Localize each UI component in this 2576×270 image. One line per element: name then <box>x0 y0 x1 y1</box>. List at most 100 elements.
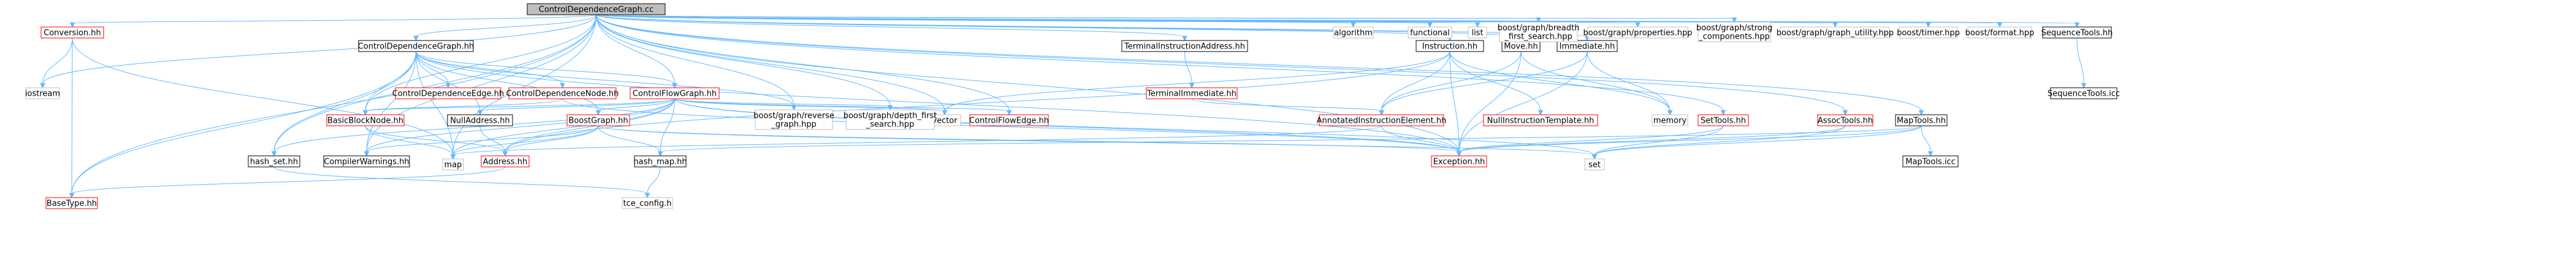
node-seqtools-hh[interactable]: SequenceTools.hh <box>2041 26 2113 39</box>
node-timer: boost/timer.hpp <box>1897 26 1960 39</box>
edge-cdg_hh-to-reverse <box>416 51 797 111</box>
edge-conversion-to-iostream <box>40 37 73 89</box>
node-instruction[interactable]: Instruction.hh <box>1416 40 1484 52</box>
node-label: boost/graph/strong_components.hpp <box>1696 24 1772 42</box>
node-reverse: boost/graph/reverse_graph.hpp <box>753 109 834 130</box>
edge-maptools_hh-to-maptools_icc <box>1921 125 1934 157</box>
edge-cfg-to-nulladdress <box>477 98 675 116</box>
node-settools[interactable]: SetTools.hh <box>1698 114 1749 126</box>
node-label: AssocTools.hh <box>1818 117 1873 126</box>
node-label: functional <box>1410 29 1450 38</box>
node-label: TerminalInstructionAddress.hh <box>1124 42 1245 52</box>
node-maptools-hh[interactable]: MapTools.hh <box>1895 114 1948 126</box>
edge-hash_set-to-tce_config <box>273 166 650 199</box>
node-label: boost/graph/depth_first_search.hpp <box>844 112 937 129</box>
node-format: boost/format.hpp <box>1965 26 2035 39</box>
node-cfedge[interactable]: ControlFlowEdge.hh <box>969 114 1049 126</box>
node-label: ControlFlowEdge.hh <box>969 117 1049 126</box>
node-annotated[interactable]: AnnotatedInstructionElement.hh <box>1317 114 1447 126</box>
edge-root-to-iostream <box>40 14 596 89</box>
node-bfs: boost/graph/breadth_first_search.hpp <box>1498 21 1580 42</box>
edge-boostgraph-to-hash_map <box>598 125 663 157</box>
edge-instruction-to-nullinstr <box>1449 51 1544 116</box>
node-immediate[interactable]: Immediate.hh <box>1557 40 1618 52</box>
node-address[interactable]: Address.hh <box>481 155 530 168</box>
edge-root-to-cfg <box>596 14 677 89</box>
edge-root-to-cfedge <box>596 14 1012 116</box>
node-compilerwarnings[interactable]: CompilerWarnings.hh <box>323 155 410 168</box>
node-maptools-icc[interactable]: MapTools.icc <box>1902 155 1959 168</box>
node-label: Address.hh <box>483 158 527 167</box>
node-graph-utility: boost/graph/graph_utility.hpp <box>1777 26 1894 39</box>
node-basicblocknode[interactable]: BasicBlockNode.hh <box>326 114 405 126</box>
node-boostgraph[interactable]: BoostGraph.hh <box>566 114 630 126</box>
node-nullinstr[interactable]: NullInstructionTemplate.hh <box>1483 114 1598 126</box>
node-root[interactable]: ControlDependenceGraph.cc <box>527 3 666 15</box>
edge-cdg_hh-to-hash_set <box>271 51 416 157</box>
node-assoctools[interactable]: AssocTools.hh <box>1817 114 1873 126</box>
node-set: set <box>1584 158 1605 171</box>
node-label: hash_map.hh <box>633 158 687 167</box>
node-terminal-imm[interactable]: TerminalImmediate.hh <box>1146 87 1238 99</box>
node-list: list <box>1468 26 1487 39</box>
node-conversion[interactable]: Conversion.hh <box>40 26 104 39</box>
node-exception[interactable]: Exception.hh <box>1431 155 1487 168</box>
edge-root-to-map <box>450 14 596 160</box>
edge-instruction-to-vector <box>942 51 1450 116</box>
node-cdedge[interactable]: ControlDependenceEdge.hh <box>392 87 504 99</box>
node-label: boost/graph/breadth_first_search.hpp <box>1498 24 1580 42</box>
edge-boostgraph-to-compilerwarnings <box>364 125 599 157</box>
edge-cdg_hh-to-compilerwarnings <box>364 51 416 157</box>
node-label: boost/graph/graph_utility.hpp <box>1777 29 1894 38</box>
node-label: NullAddress.hh <box>450 117 510 126</box>
node-label: hash_set.hh <box>250 158 298 167</box>
node-tce-config: tce_config.h <box>622 197 673 209</box>
edge-root-to-conversion <box>69 14 596 28</box>
node-label: SequenceTools.icc <box>2048 90 2120 99</box>
edge-maptools_hh-to-set <box>1591 125 1922 160</box>
edge-root-to-terminal_instr_addr <box>596 14 1187 42</box>
node-memory: memory <box>1652 114 1688 126</box>
edge-immediate-to-annotated <box>1379 51 1588 116</box>
edge-root-to-settools <box>596 14 1726 116</box>
edge-boostgraph-to-map <box>450 125 599 160</box>
node-cdnode[interactable]: ControlDependenceNode.hh <box>506 87 619 99</box>
node-cdg-hh[interactable]: ControlDependenceGraph.hh <box>358 40 474 52</box>
node-label: map <box>444 161 462 170</box>
edge-cdg_hh-to-cdedge <box>416 51 451 89</box>
node-label: Conversion.hh <box>44 29 101 38</box>
node-label: boost/format.hpp <box>1965 29 2035 38</box>
edge-conversion-to-basetype <box>69 37 75 199</box>
edge-cfg-to-basicblocknode <box>362 98 675 116</box>
node-terminal-instr-addr[interactable]: TerminalInstructionAddress.hh <box>1121 40 1248 52</box>
node-label: ControlDependenceGraph.hh <box>358 42 474 52</box>
node-move[interactable]: Move.hh <box>1501 40 1541 52</box>
node-cfg[interactable]: ControlFlowGraph.hh <box>630 87 720 99</box>
node-nulladdress[interactable]: NullAddress.hh <box>447 114 513 126</box>
node-label: ControlDependenceGraph.cc <box>539 6 654 15</box>
edge-immediate-to-exception <box>1456 51 1588 157</box>
node-hash-map[interactable]: hash_map.hh <box>633 155 687 168</box>
node-basetype[interactable]: BaseType.hh <box>45 197 98 209</box>
node-hash-set[interactable]: hash_set.hh <box>248 155 300 168</box>
node-label: AnnotatedInstructionElement.hh <box>1317 117 1447 126</box>
edge-boostgraph-to-set <box>598 125 1598 160</box>
node-label: boost/timer.hpp <box>1897 29 1960 38</box>
node-label: vector <box>932 117 958 126</box>
edge-terminal_instr_addr-to-terminal_imm <box>1184 51 1195 89</box>
node-label: iostream <box>25 90 60 99</box>
edge-root-to-seqtools_hh <box>596 14 2080 28</box>
node-label: Move.hh <box>1504 42 1538 52</box>
node-label: CompilerWarnings.hh <box>324 158 409 167</box>
node-label: Instruction.hh <box>1422 42 1477 52</box>
node-label: MapTools.icc <box>1905 158 1956 167</box>
edge-hash_map-to-tce_config <box>644 166 661 199</box>
node-label: tce_config.h <box>623 199 672 209</box>
node-iostream: iostream <box>25 87 60 99</box>
edge-root-to-hash_set <box>271 14 596 157</box>
node-label: Immediate.hh <box>1560 42 1615 52</box>
nodes-layer: ControlDependenceGraph.ccConversion.hhCo… <box>25 3 2120 209</box>
node-seqtools-icc[interactable]: SequenceTools.icc <box>2048 87 2120 99</box>
node-label: TerminalImmediate.hh <box>1146 90 1237 99</box>
